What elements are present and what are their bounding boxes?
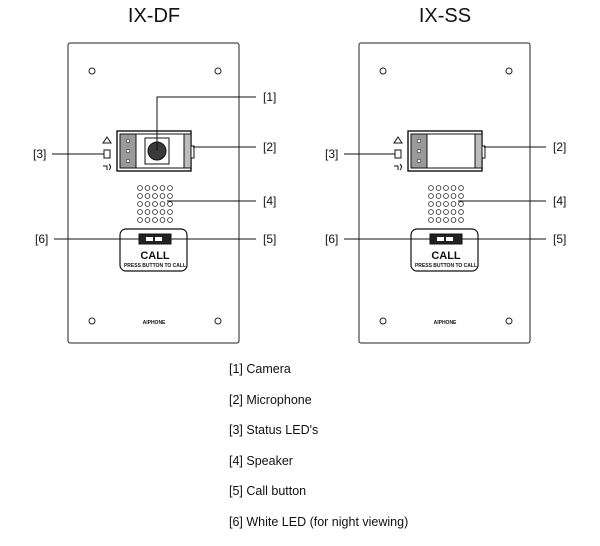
speaker-grille <box>428 185 464 223</box>
callout-white-led: [6] <box>325 232 338 246</box>
brand-logo: AIPHONE <box>434 320 457 326</box>
faceplate <box>67 42 240 344</box>
mounting-screw <box>214 67 222 75</box>
callout-call-button: [5] <box>553 232 566 246</box>
callout-speaker: [4] <box>263 194 276 208</box>
legend-item-call-button: [5] Call button <box>229 484 307 499</box>
mounting-screw <box>214 317 222 325</box>
mounting-screw <box>379 67 387 75</box>
legend-item-camera: [1] Camera <box>229 362 291 376</box>
speaker-grille <box>137 185 173 223</box>
speaking-icon <box>394 163 402 171</box>
device-title: IX-SS <box>419 5 471 27</box>
mounting-screw <box>88 317 96 325</box>
press-label: PRESS BUTTON TO CALL <box>415 263 477 269</box>
call-label: CALL <box>431 250 461 262</box>
mounting-screw <box>505 67 513 75</box>
call-label: CALL <box>140 250 170 262</box>
callout-microphone: [2] <box>263 140 276 154</box>
callout-camera: [1] <box>263 90 276 104</box>
callout-speaker: [4] <box>553 194 566 208</box>
callout-line-camera <box>156 96 256 151</box>
legend-item-status-leds: [3] Status LED's <box>229 423 319 438</box>
faceplate <box>358 42 531 344</box>
mounting-screw <box>88 67 96 75</box>
device-ix-df: IX-DF <box>33 5 276 344</box>
callout-call-button: [5] <box>263 232 276 246</box>
speaking-icon <box>103 163 111 171</box>
microphone <box>190 145 195 159</box>
brand-logo: AIPHONE <box>143 320 166 326</box>
device-title: IX-DF <box>128 5 180 27</box>
callout-white-led: [6] <box>35 232 48 246</box>
mounting-screw <box>379 317 387 325</box>
mounting-screw <box>505 317 513 325</box>
microphone <box>481 145 486 159</box>
legend-item-speaker: [4] Speaker <box>229 453 293 468</box>
legend: [1] Camera [2] Microphone [3] Status LED… <box>229 362 408 546</box>
callout-status-leds: [3] <box>33 147 46 161</box>
camera-module <box>407 130 483 172</box>
call-button: CALL PRESS BUTTON TO CALL <box>410 228 479 272</box>
legend-item-white-led: [6] White LED (for night viewing) <box>229 514 409 529</box>
bell-icon <box>102 136 112 144</box>
bell-icon <box>393 136 403 144</box>
device-ix-ss: IX-SS <box>325 5 566 344</box>
callout-microphone: [2] <box>553 140 566 154</box>
call-button: CALL PRESS BUTTON TO CALL <box>119 228 188 272</box>
callout-status-leds: [3] <box>325 147 338 161</box>
press-label: PRESS BUTTON TO CALL <box>124 263 186 269</box>
legend-item-microphone: [2] Microphone <box>229 392 312 407</box>
